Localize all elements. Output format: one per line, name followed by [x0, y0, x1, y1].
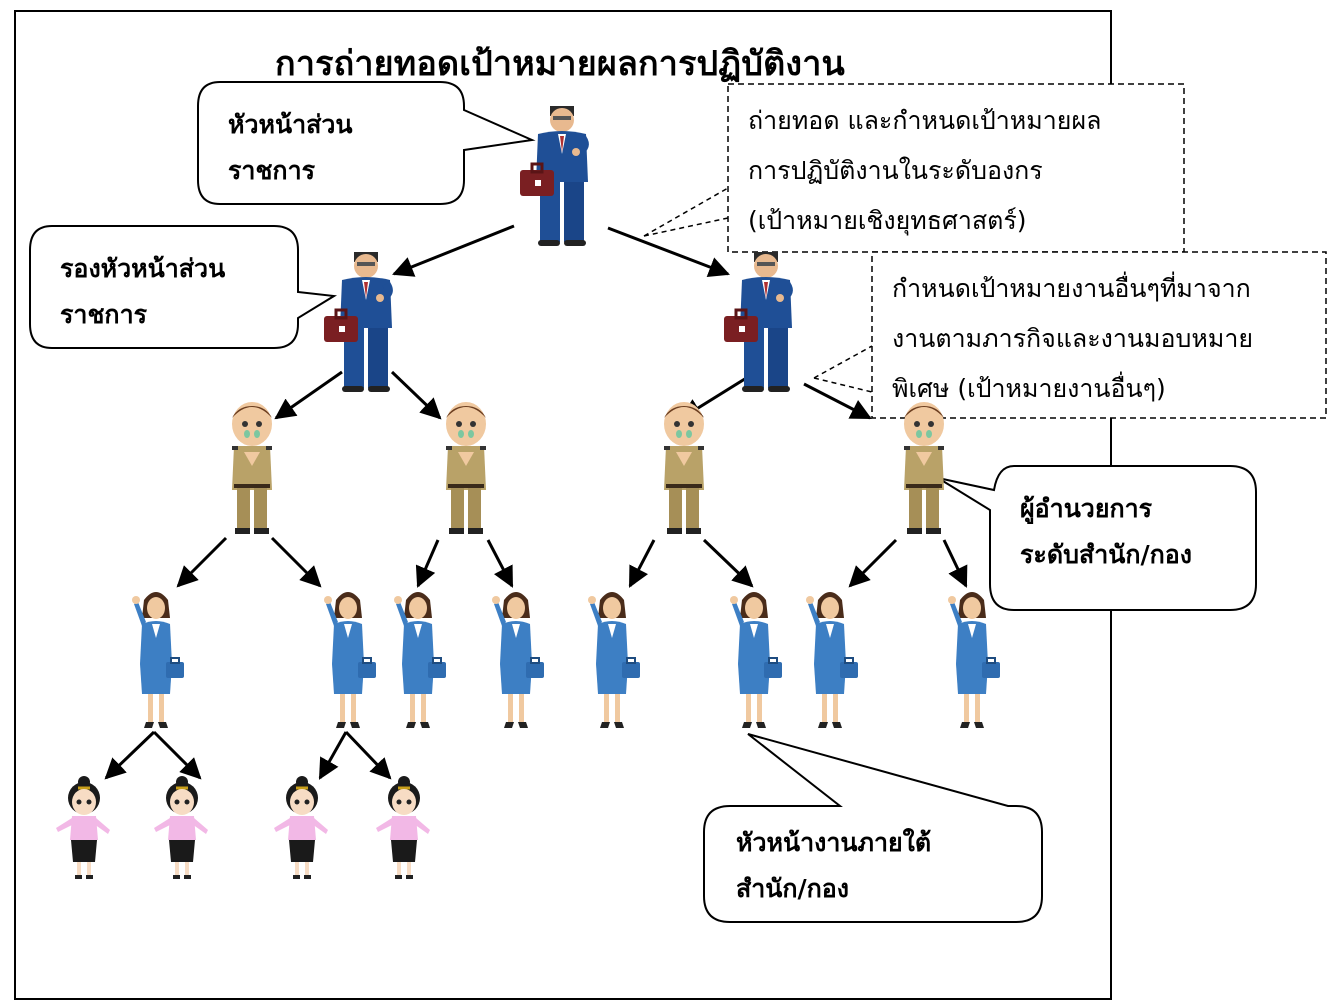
strategic-goal-note-line-2: การปฏิบัติงานในระดับองกร [748, 156, 1043, 185]
staff-figure [152, 774, 210, 881]
bureau-director-figure [664, 402, 704, 534]
strategic-goal-note: ถ่ายทอด และกำหนดเป้าหมายผล การปฏิบัติงาน… [748, 96, 1101, 246]
section-head-figure [491, 591, 545, 729]
deputy-head-figure [722, 250, 795, 394]
strategic-goal-leader-line [643, 187, 729, 237]
section-head-figure [587, 591, 641, 729]
staff-figure [54, 774, 112, 881]
other-goal-leader-line [813, 377, 873, 393]
bubble-head-of-agency-line-1: หัวหน้าส่วน [228, 110, 353, 139]
bureau-director-figure [904, 402, 944, 534]
section-head-figure [805, 591, 859, 729]
bubble-bureau-director-line-2: ระดับสำนัก/กอง [1020, 540, 1192, 569]
other-goal-note-line-1: กำหนดเป้าหมายงานอื่นๆที่มาจาก [892, 274, 1251, 303]
bubble-deputy-head-shape [29, 225, 338, 349]
bubble-deputy-head: รองหัวหน้าส่วน ราชการ [60, 246, 225, 338]
other-goal-note: กำหนดเป้าหมายงานอื่นๆที่มาจาก งานตามภารก… [892, 264, 1253, 414]
bubble-bureau-director-line-1: ผู้อำนวยการ [1020, 494, 1153, 523]
bureau-director-figure [232, 402, 272, 534]
bubble-section-head-line-1: หัวหน้างานภายใต้ [736, 828, 932, 857]
other-goal-note-line-2: งานตามภารกิจและงานมอบหมาย [892, 324, 1254, 353]
strategic-goal-note-box [727, 83, 1185, 253]
section-head-figure [947, 591, 1001, 729]
section-head-figure [393, 591, 447, 729]
section-head-figure [729, 591, 783, 729]
bubble-bureau-director: ผู้อำนวยการ ระดับสำนัก/กอง [1020, 486, 1192, 578]
bubble-section-head-shape [703, 733, 1043, 923]
section-head-figure [131, 591, 185, 729]
deputy-head-figure [322, 250, 395, 394]
bubble-head-of-agency: หัวหน้าส่วน ราชการ [228, 102, 353, 194]
other-goal-leader-line [813, 345, 873, 379]
staff-figure [374, 774, 432, 881]
hierarchy-arrows [104, 224, 968, 780]
other-goal-note-box [871, 251, 1327, 419]
bubble-head-of-agency-shape [197, 81, 536, 205]
staff-figure [272, 774, 330, 881]
bubble-head-of-agency-line-2: ราชการ [228, 156, 316, 185]
diagram-title: การถ่ายทอดเป้าหมายผลการปฏิบัติงาน [275, 44, 845, 84]
head-of-agency-figure [518, 104, 591, 248]
bureau-director-figure [446, 402, 486, 534]
strategic-goal-leader-line [643, 217, 729, 237]
section-head-figure [323, 591, 377, 729]
bubble-bureau-director-shape [937, 465, 1257, 611]
strategic-goal-note-line-3: (เป้าหมายเชิงยุทธศาสตร์) [748, 206, 1027, 235]
bubble-section-head: หัวหน้างานภายใต้ สำนัก/กอง [736, 820, 931, 912]
bubble-deputy-head-line-2: ราชการ [60, 300, 148, 329]
other-goal-note-line-3: พิเศษ (เป้าหมายงานอื่นๆ) [892, 374, 1166, 403]
strategic-goal-note-line-1: ถ่ายทอด และกำหนดเป้าหมายผล [748, 106, 1102, 135]
bubble-section-head-line-2: สำนัก/กอง [736, 874, 850, 903]
bubble-deputy-head-line-1: รองหัวหน้าส่วน [60, 254, 226, 283]
